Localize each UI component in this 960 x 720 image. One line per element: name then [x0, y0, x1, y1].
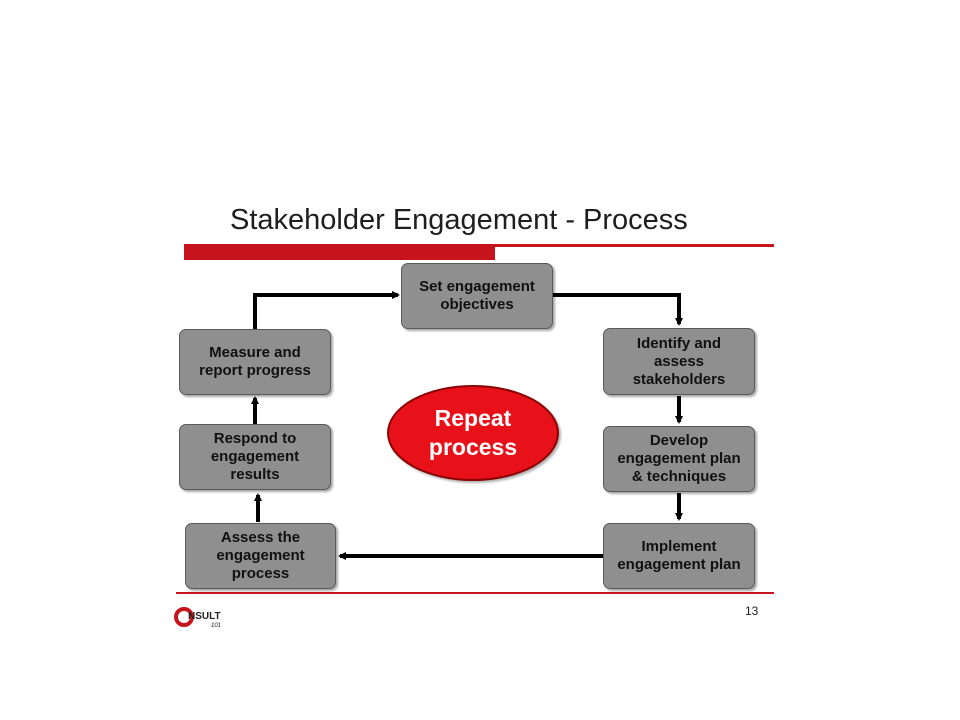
step-label: Set engagement objectives	[419, 278, 535, 313]
step-label: Measure and report progress	[199, 344, 311, 379]
step-identify-stakeholders: Identify and assess stakeholders	[603, 328, 755, 395]
title-underline	[184, 244, 774, 247]
title-accent-bar	[184, 246, 495, 260]
repeat-process-ellipse: Repeat process	[387, 385, 559, 481]
logo-ring-icon	[174, 607, 194, 627]
slide-title: Stakeholder Engagement - Process	[230, 204, 688, 236]
logo-subtext: 101	[211, 623, 222, 629]
step-develop-plan: Develop engagement plan & techniques	[603, 426, 755, 492]
step-label: Assess the engagement process	[216, 529, 305, 582]
page-number: 13	[745, 604, 759, 618]
consult-logo: NSULT 101	[174, 607, 234, 635]
center-label: Repeat process	[428, 405, 518, 460]
step-label: Implement engagement plan	[617, 538, 741, 573]
step-label: Identify and assess stakeholders	[632, 334, 726, 388]
step-implement-plan: Implement engagement plan	[603, 523, 755, 589]
step-label: Develop engagement plan & techniques	[617, 432, 741, 485]
step-assess-process: Assess the engagement process	[185, 523, 336, 589]
step-respond-results: Respond to engagement results	[179, 424, 331, 490]
arrow-set-to-identify	[553, 293, 683, 326]
step-set-objectives: Set engagement objectives	[401, 263, 553, 329]
footer-divider	[176, 592, 774, 594]
arrow-measure-to-set	[253, 291, 400, 329]
step-measure-progress: Measure and report progress	[179, 329, 331, 395]
step-label: Respond to engagement results	[210, 430, 300, 483]
logo-text: NSULT	[188, 611, 221, 622]
